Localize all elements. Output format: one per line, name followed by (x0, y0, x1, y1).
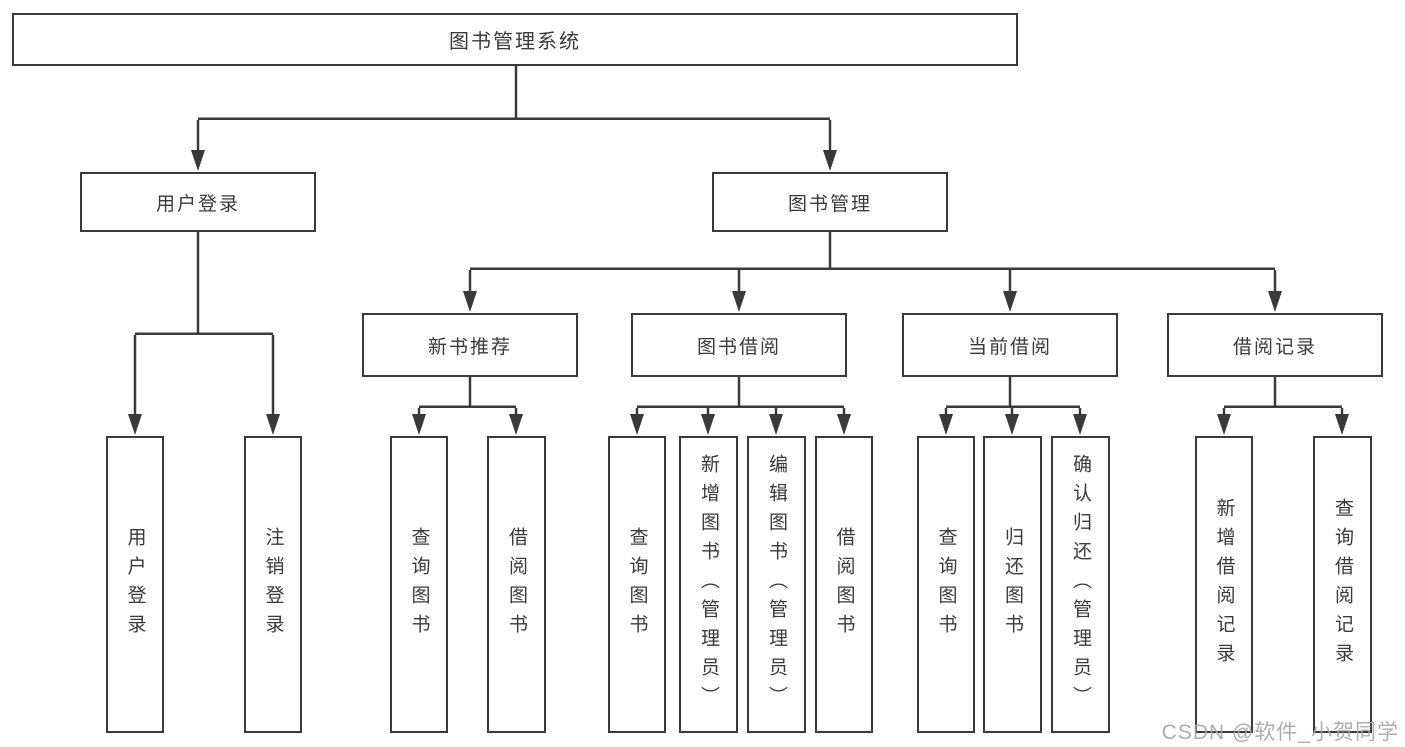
node-label: 借阅记录 (1232, 336, 1317, 358)
node-user-login: 用户登录 (80, 172, 316, 232)
node-label: 借阅图书 (506, 526, 527, 643)
node-label: 新增借阅记录 (1213, 497, 1235, 672)
leaf-br-add-record: 新增借阅记录 (1195, 436, 1253, 733)
leaf-bb-add-books-admin: 新增图书（管理员） (679, 436, 738, 733)
node-label: 图书管理 (787, 193, 872, 215)
node-new-book-recommend: 新书推荐 (362, 313, 578, 377)
node-label: 图书借阅 (696, 336, 781, 358)
node-label: 借阅图书 (833, 526, 855, 643)
node-label: 查询图书 (408, 526, 430, 643)
leaf-cb-confirm-return-admin: 确认归还（管理员） (1051, 436, 1110, 733)
node-library-management-system: 图书管理系统 (12, 13, 1018, 66)
node-label: 图书管理系统 (449, 31, 581, 53)
node-current-borrow: 当前借阅 (902, 313, 1118, 377)
csdn-watermark: CSDN @软件_小贺同学 (1161, 721, 1399, 744)
leaf-bb-edit-books-admin: 编辑图书（管理员） (747, 436, 806, 733)
leaf-nbr-borrow-books: 借阅图书 (487, 436, 546, 733)
node-label: 当前借阅 (967, 336, 1052, 358)
node-label: 新增图书（管理员） (698, 454, 719, 715)
node-label: 注销登录 (262, 526, 284, 643)
node-label: 查询图书 (935, 526, 957, 643)
node-label: 查询借阅记录 (1332, 497, 1353, 672)
node-book-borrow: 图书借阅 (631, 313, 847, 377)
leaf-cb-return-books: 归还图书 (983, 436, 1042, 733)
leaf-logout-login: 注销登录 (244, 436, 302, 733)
node-label: 查询图书 (626, 526, 648, 643)
node-label: 确认归还（管理员） (1070, 454, 1091, 715)
node-borrow-records: 借阅记录 (1167, 313, 1383, 377)
node-label: 归还图书 (1002, 526, 1023, 643)
leaf-cb-query-books: 查询图书 (917, 436, 975, 733)
leaf-bb-borrow-books: 借阅图书 (815, 436, 873, 733)
node-book-management: 图书管理 (712, 172, 948, 232)
leaf-br-query-record: 查询借阅记录 (1313, 436, 1372, 733)
node-label: 用户登录 (124, 526, 146, 643)
leaf-bb-query-books: 查询图书 (608, 436, 666, 733)
node-label: 用户登录 (155, 193, 240, 215)
node-label: 编辑图书（管理员） (766, 454, 787, 715)
leaf-user-login: 用户登录 (106, 436, 164, 733)
leaf-nbr-query-books: 查询图书 (390, 436, 448, 733)
node-label: 新书推荐 (427, 336, 512, 358)
